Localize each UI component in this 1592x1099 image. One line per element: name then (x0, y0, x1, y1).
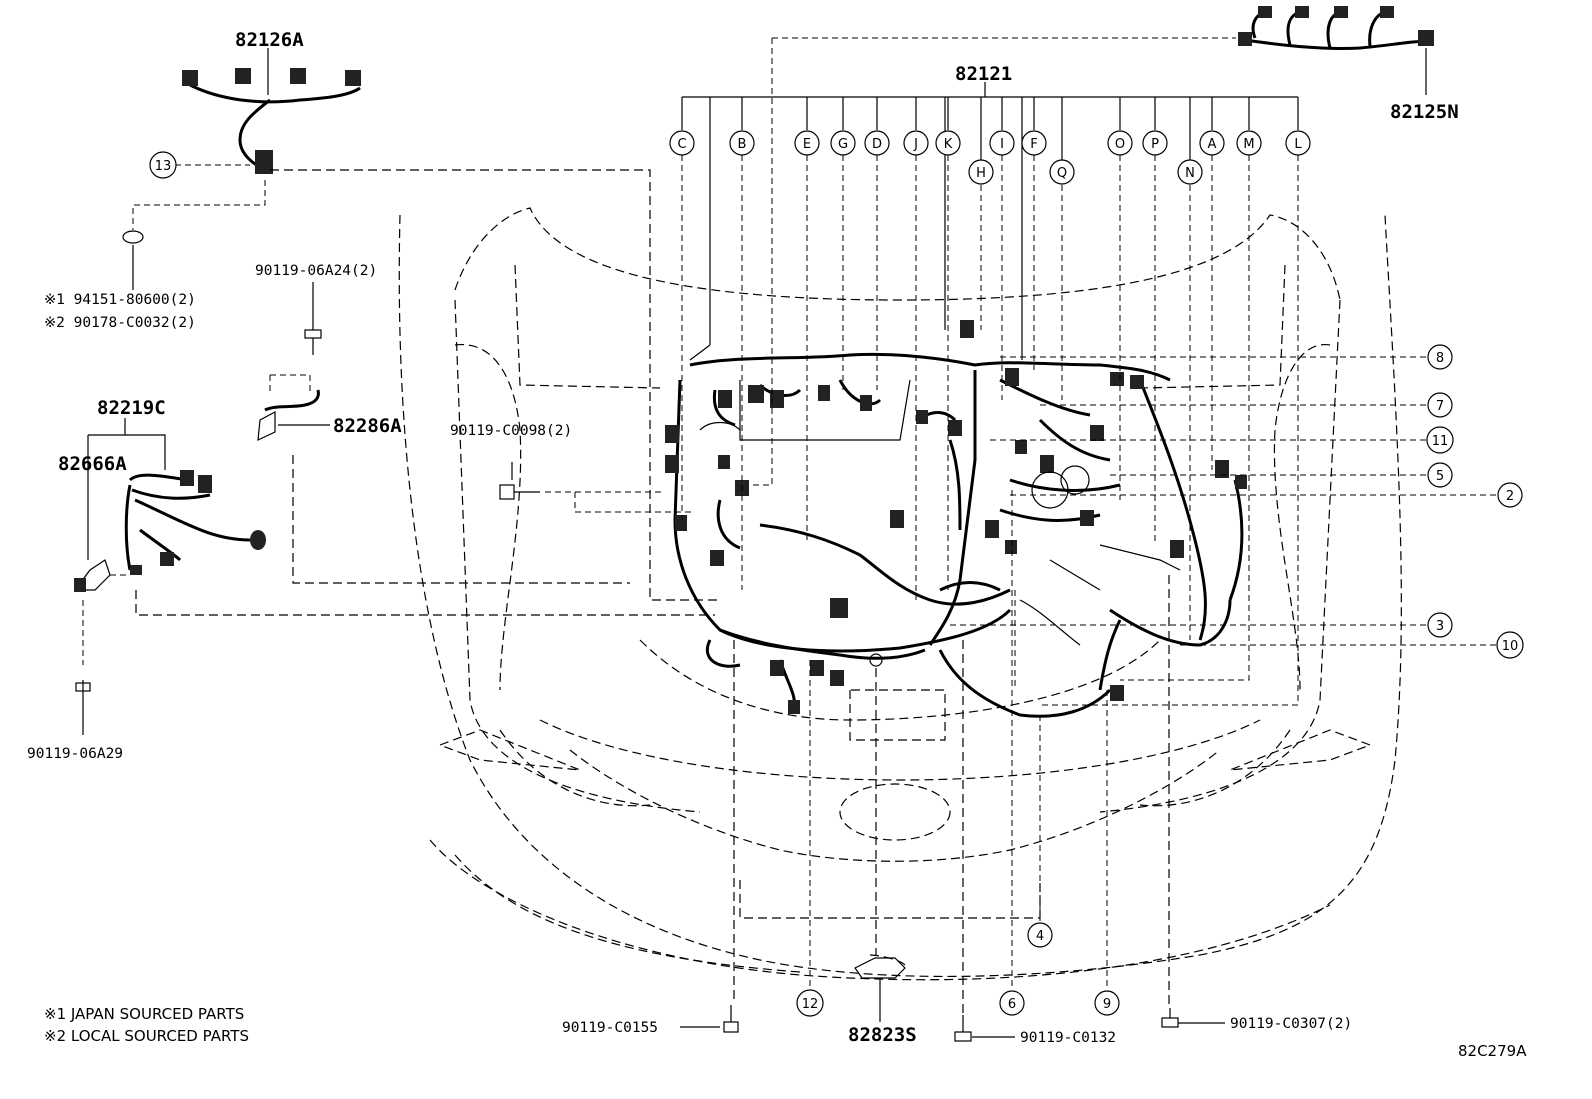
callout-letter-k: K (935, 130, 961, 156)
part-label-82823S: 82823S (848, 1024, 917, 1046)
part-label-82286A: 82286A (333, 415, 402, 437)
note-local-sourced: ※2 LOCAL SOURCED PARTS (44, 1027, 249, 1045)
letter-leader-dashes (681, 37, 1299, 990)
bottom-bolts (680, 575, 1225, 1042)
svg-text:10: 10 (1502, 639, 1519, 654)
fastener-label-c0307: 90119-C0307(2) (1230, 1016, 1352, 1032)
part-82121-leader-bar (681, 82, 1299, 361)
svg-text:A: A (1208, 137, 1217, 152)
svg-text:M: M (1243, 137, 1254, 152)
svg-text:I: I (1000, 137, 1004, 152)
callout-letter-b: B (729, 130, 755, 156)
callout-number-5: 5 (1427, 462, 1453, 488)
harness-82125N-drawing (1238, 6, 1434, 95)
svg-text:E: E (803, 137, 811, 152)
engine-room-main-harness (665, 320, 1247, 718)
part-label-82121: 82121 (955, 63, 1012, 85)
svg-text:Q: Q (1057, 166, 1067, 181)
fastener-labels: ※1 94151-80600(2) ※2 90178-C0032(2) 9011… (27, 263, 1352, 1046)
fastener-label-c0098: 90119-C0098(2) (450, 423, 572, 439)
callout-letter-d: D (864, 130, 890, 156)
svg-text:F: F (1030, 137, 1037, 152)
svg-text:7: 7 (1436, 399, 1444, 414)
fastener-label-06A24: 90119-06A24(2) (255, 263, 377, 279)
svg-text:8: 8 (1436, 351, 1444, 366)
bolt-c0098-drawing (499, 462, 695, 513)
callout-letter-c: C (669, 130, 695, 156)
callout-letter-i: I (989, 130, 1015, 156)
svg-text:O: O (1115, 137, 1125, 152)
fastener-label-c0155: 90119-C0155 (562, 1020, 658, 1036)
svg-text:K: K (944, 137, 953, 152)
fastener-label-90178: ※2 90178-C0032(2) (44, 315, 196, 331)
part-label-82126A: 82126A (235, 29, 304, 51)
callout-number-6: 6 (999, 990, 1025, 1016)
callout-letter-a: A (1199, 130, 1225, 156)
svg-text:N: N (1185, 166, 1195, 181)
svg-text:P: P (1151, 137, 1159, 152)
callout-number-11: 11 (1426, 426, 1454, 454)
callout-number-8: 8 (1427, 344, 1453, 370)
note-japan-sourced: ※1 JAPAN SOURCED PARTS (44, 1005, 244, 1023)
svg-text:12: 12 (802, 997, 819, 1012)
svg-text:9: 9 (1103, 997, 1111, 1012)
svg-text:D: D (872, 137, 882, 152)
fastener-label-94151: ※1 94151-80600(2) (44, 292, 196, 308)
callout-number-4: 4 (1027, 922, 1053, 948)
fastener-label-c0132: 90119-C0132 (1020, 1030, 1116, 1046)
callout-letter-e: E (794, 130, 820, 156)
bracket-82823S-drawing (854, 668, 906, 1022)
callout-letter-g: G (830, 130, 856, 156)
drawing-id: 82C279A (1458, 1042, 1527, 1060)
svg-text:2: 2 (1506, 489, 1514, 504)
harness-82126A-drawing (122, 48, 720, 601)
callout-letter-h: H (968, 159, 994, 185)
svg-text:C: C (677, 137, 686, 152)
svg-text:13: 13 (155, 159, 172, 174)
connector-letter-callouts: C B E G D J K H I F Q O P N A M L (669, 130, 1311, 185)
svg-text:4: 4 (1036, 929, 1044, 944)
part-label-82125N: 82125N (1390, 101, 1459, 123)
svg-text:5: 5 (1436, 469, 1444, 484)
bracket-82286A-drawing (257, 282, 630, 584)
callout-number-12: 12 (796, 989, 824, 1017)
callout-number-2: 2 (1497, 482, 1523, 508)
svg-text:11: 11 (1432, 434, 1449, 449)
number-callouts: 2 3 4 5 6 7 8 9 10 11 12 13 (149, 151, 1524, 1017)
callout-letter-q: Q (1049, 159, 1075, 185)
callout-letter-n: N (1177, 159, 1203, 185)
callout-letter-m: M (1236, 130, 1262, 156)
svg-text:6: 6 (1008, 997, 1016, 1012)
callout-letter-j: J (903, 130, 929, 156)
callout-number-9: 9 (1094, 990, 1120, 1016)
callout-number-13: 13 (149, 151, 177, 179)
part-label-82666A: 82666A (58, 453, 127, 475)
svg-text:G: G (838, 137, 848, 152)
svg-text:H: H (976, 166, 986, 181)
callout-number-3: 3 (1427, 612, 1453, 638)
svg-text:J: J (913, 137, 918, 152)
vehicle-body-outline (398, 207, 1402, 981)
harness-82219C-drawing (73, 418, 715, 735)
svg-text:3: 3 (1436, 619, 1444, 634)
callout-letter-l: L (1285, 130, 1311, 156)
callout-letter-o: O (1107, 130, 1133, 156)
callout-letter-f: F (1021, 130, 1047, 156)
svg-text:L: L (1294, 137, 1302, 152)
part-number-labels: 82126A 82121 82125N 82219C 82666A 82286A… (58, 29, 1459, 1046)
callout-letter-p: P (1142, 130, 1168, 156)
fastener-label-06A29: 90119-06A29 (27, 746, 123, 762)
number-leader-dashes (950, 356, 1497, 646)
svg-text:B: B (738, 137, 747, 152)
callout-number-7: 7 (1427, 392, 1453, 418)
callout-number-10: 10 (1496, 631, 1524, 659)
part-label-82219C: 82219C (97, 397, 166, 419)
footnotes: ※1 JAPAN SOURCED PARTS ※2 LOCAL SOURCED … (44, 1005, 249, 1045)
